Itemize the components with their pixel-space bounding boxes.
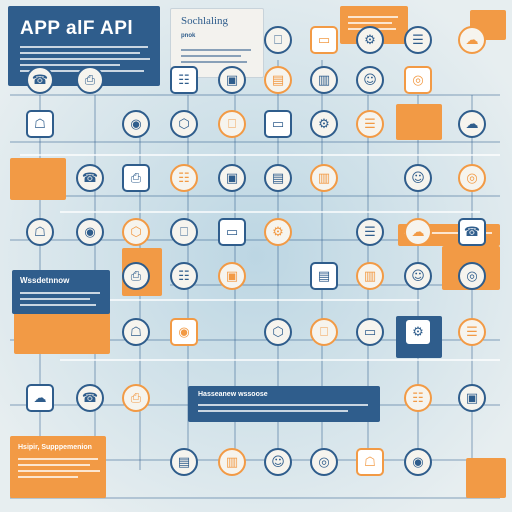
text-line	[20, 58, 150, 60]
camera-icon: ◉	[122, 110, 150, 138]
tablet-icon: ▭	[356, 318, 384, 346]
cloud-icon: ☁	[458, 26, 486, 54]
left-orange-panel-1	[10, 158, 66, 200]
document-icon: ☷	[170, 262, 198, 290]
text-line	[20, 298, 90, 300]
server-icon: ☰	[356, 110, 384, 138]
text-line	[198, 404, 368, 406]
computer-icon: ⎕	[310, 318, 338, 346]
phone-icon: ☎	[458, 218, 486, 246]
app-title: APP alF APl	[20, 18, 134, 39]
user-icon: ☺	[404, 262, 432, 290]
printer-icon: ⎙	[122, 384, 150, 412]
text-line	[404, 232, 492, 234]
user-icon: ☺	[264, 448, 292, 476]
box-icon: ▤	[310, 262, 338, 290]
printer-icon: ⎙	[122, 262, 150, 290]
subtitle-tag: pnok	[181, 33, 196, 39]
text-line	[198, 410, 348, 412]
text-line	[20, 52, 140, 54]
lock-icon: ☖	[26, 218, 54, 246]
right-orange-panel-1	[396, 104, 442, 140]
bottom-left-title: Hsipir, Supppemenion	[18, 444, 92, 451]
network-icon: ⬡	[170, 110, 198, 138]
monitor-icon: ▣	[218, 262, 246, 290]
document-icon: ☷	[170, 164, 198, 192]
computer-icon: ⎕	[170, 218, 198, 246]
gear-icon: ⚙	[356, 26, 384, 54]
text-line	[181, 55, 241, 57]
monitor-icon: ▣	[218, 66, 246, 94]
mid-center-panel: Hasseanew wssoose	[188, 386, 380, 422]
server-icon: ☰	[356, 218, 384, 246]
text-line	[18, 476, 78, 478]
text-line	[181, 49, 251, 51]
gear-icon: ⚙	[264, 218, 292, 246]
cloud-icon: ☁	[26, 384, 54, 412]
chart-icon: ▥	[310, 164, 338, 192]
text-line	[20, 292, 100, 294]
text-line	[18, 464, 90, 466]
box-icon: ▤	[264, 66, 292, 94]
computer-icon: ⎕	[218, 110, 246, 138]
chart-icon: ▥	[356, 262, 384, 290]
lock-icon: ☖	[356, 448, 384, 476]
text-line	[20, 304, 96, 306]
printer-icon: ⎙	[76, 66, 104, 94]
text-line	[181, 61, 247, 63]
tablet-icon: ▭	[310, 26, 338, 54]
bottom-left-panel: Hsipir, Supppemenion	[10, 436, 106, 498]
mid-left-panel: Wssdetnnow	[12, 270, 110, 314]
printer-icon: ⎙	[122, 164, 150, 192]
user-icon: ☺	[356, 66, 384, 94]
lock-icon: ☖	[122, 318, 150, 346]
left-orange-panel-2	[14, 310, 110, 354]
database-icon: ◎	[404, 66, 432, 94]
camera-icon: ◉	[76, 218, 104, 246]
chart-icon: ▥	[218, 448, 246, 476]
cloud-icon: ☁	[404, 218, 432, 246]
text-line	[18, 458, 98, 460]
gear-icon: ⚙	[310, 110, 338, 138]
phone-icon: ☎	[76, 164, 104, 192]
lock-icon: ☖	[26, 110, 54, 138]
tablet-icon: ▭	[264, 110, 292, 138]
box-icon: ▤	[170, 448, 198, 476]
text-line	[348, 22, 392, 24]
bottom-right-orange-tile	[466, 458, 506, 498]
gear-icon: ⚙	[404, 318, 432, 346]
server-icon: ☰	[458, 318, 486, 346]
server-icon: ☰	[404, 26, 432, 54]
document-icon: ☷	[404, 384, 432, 412]
database-icon: ◎	[458, 262, 486, 290]
cloud-icon: ☁	[458, 110, 486, 138]
network-icon: ⬡	[122, 218, 150, 246]
monitor-icon: ▣	[458, 384, 486, 412]
network-icon: ⬡	[264, 318, 292, 346]
user-icon: ☺	[404, 164, 432, 192]
document-icon: ☷	[170, 66, 198, 94]
phone-icon: ☎	[26, 66, 54, 94]
text-line	[348, 16, 398, 18]
mid-left-title: Wssdetnnow	[20, 276, 70, 285]
box-icon: ▤	[264, 164, 292, 192]
camera-icon: ◉	[404, 448, 432, 476]
database-icon: ◎	[310, 448, 338, 476]
monitor-icon: ▣	[218, 164, 246, 192]
phone-icon: ☎	[76, 384, 104, 412]
mid-center-title: Hasseanew wssoose	[198, 391, 268, 398]
camera-icon: ◉	[170, 318, 198, 346]
subtitle-title: Sochlaling	[181, 15, 229, 27]
database-icon: ◎	[458, 164, 486, 192]
tablet-icon: ▭	[218, 218, 246, 246]
chart-icon: ▥	[310, 66, 338, 94]
text-line	[20, 64, 120, 66]
text-line	[20, 46, 148, 48]
computer-icon: ⎕	[264, 26, 292, 54]
text-line	[18, 470, 100, 472]
